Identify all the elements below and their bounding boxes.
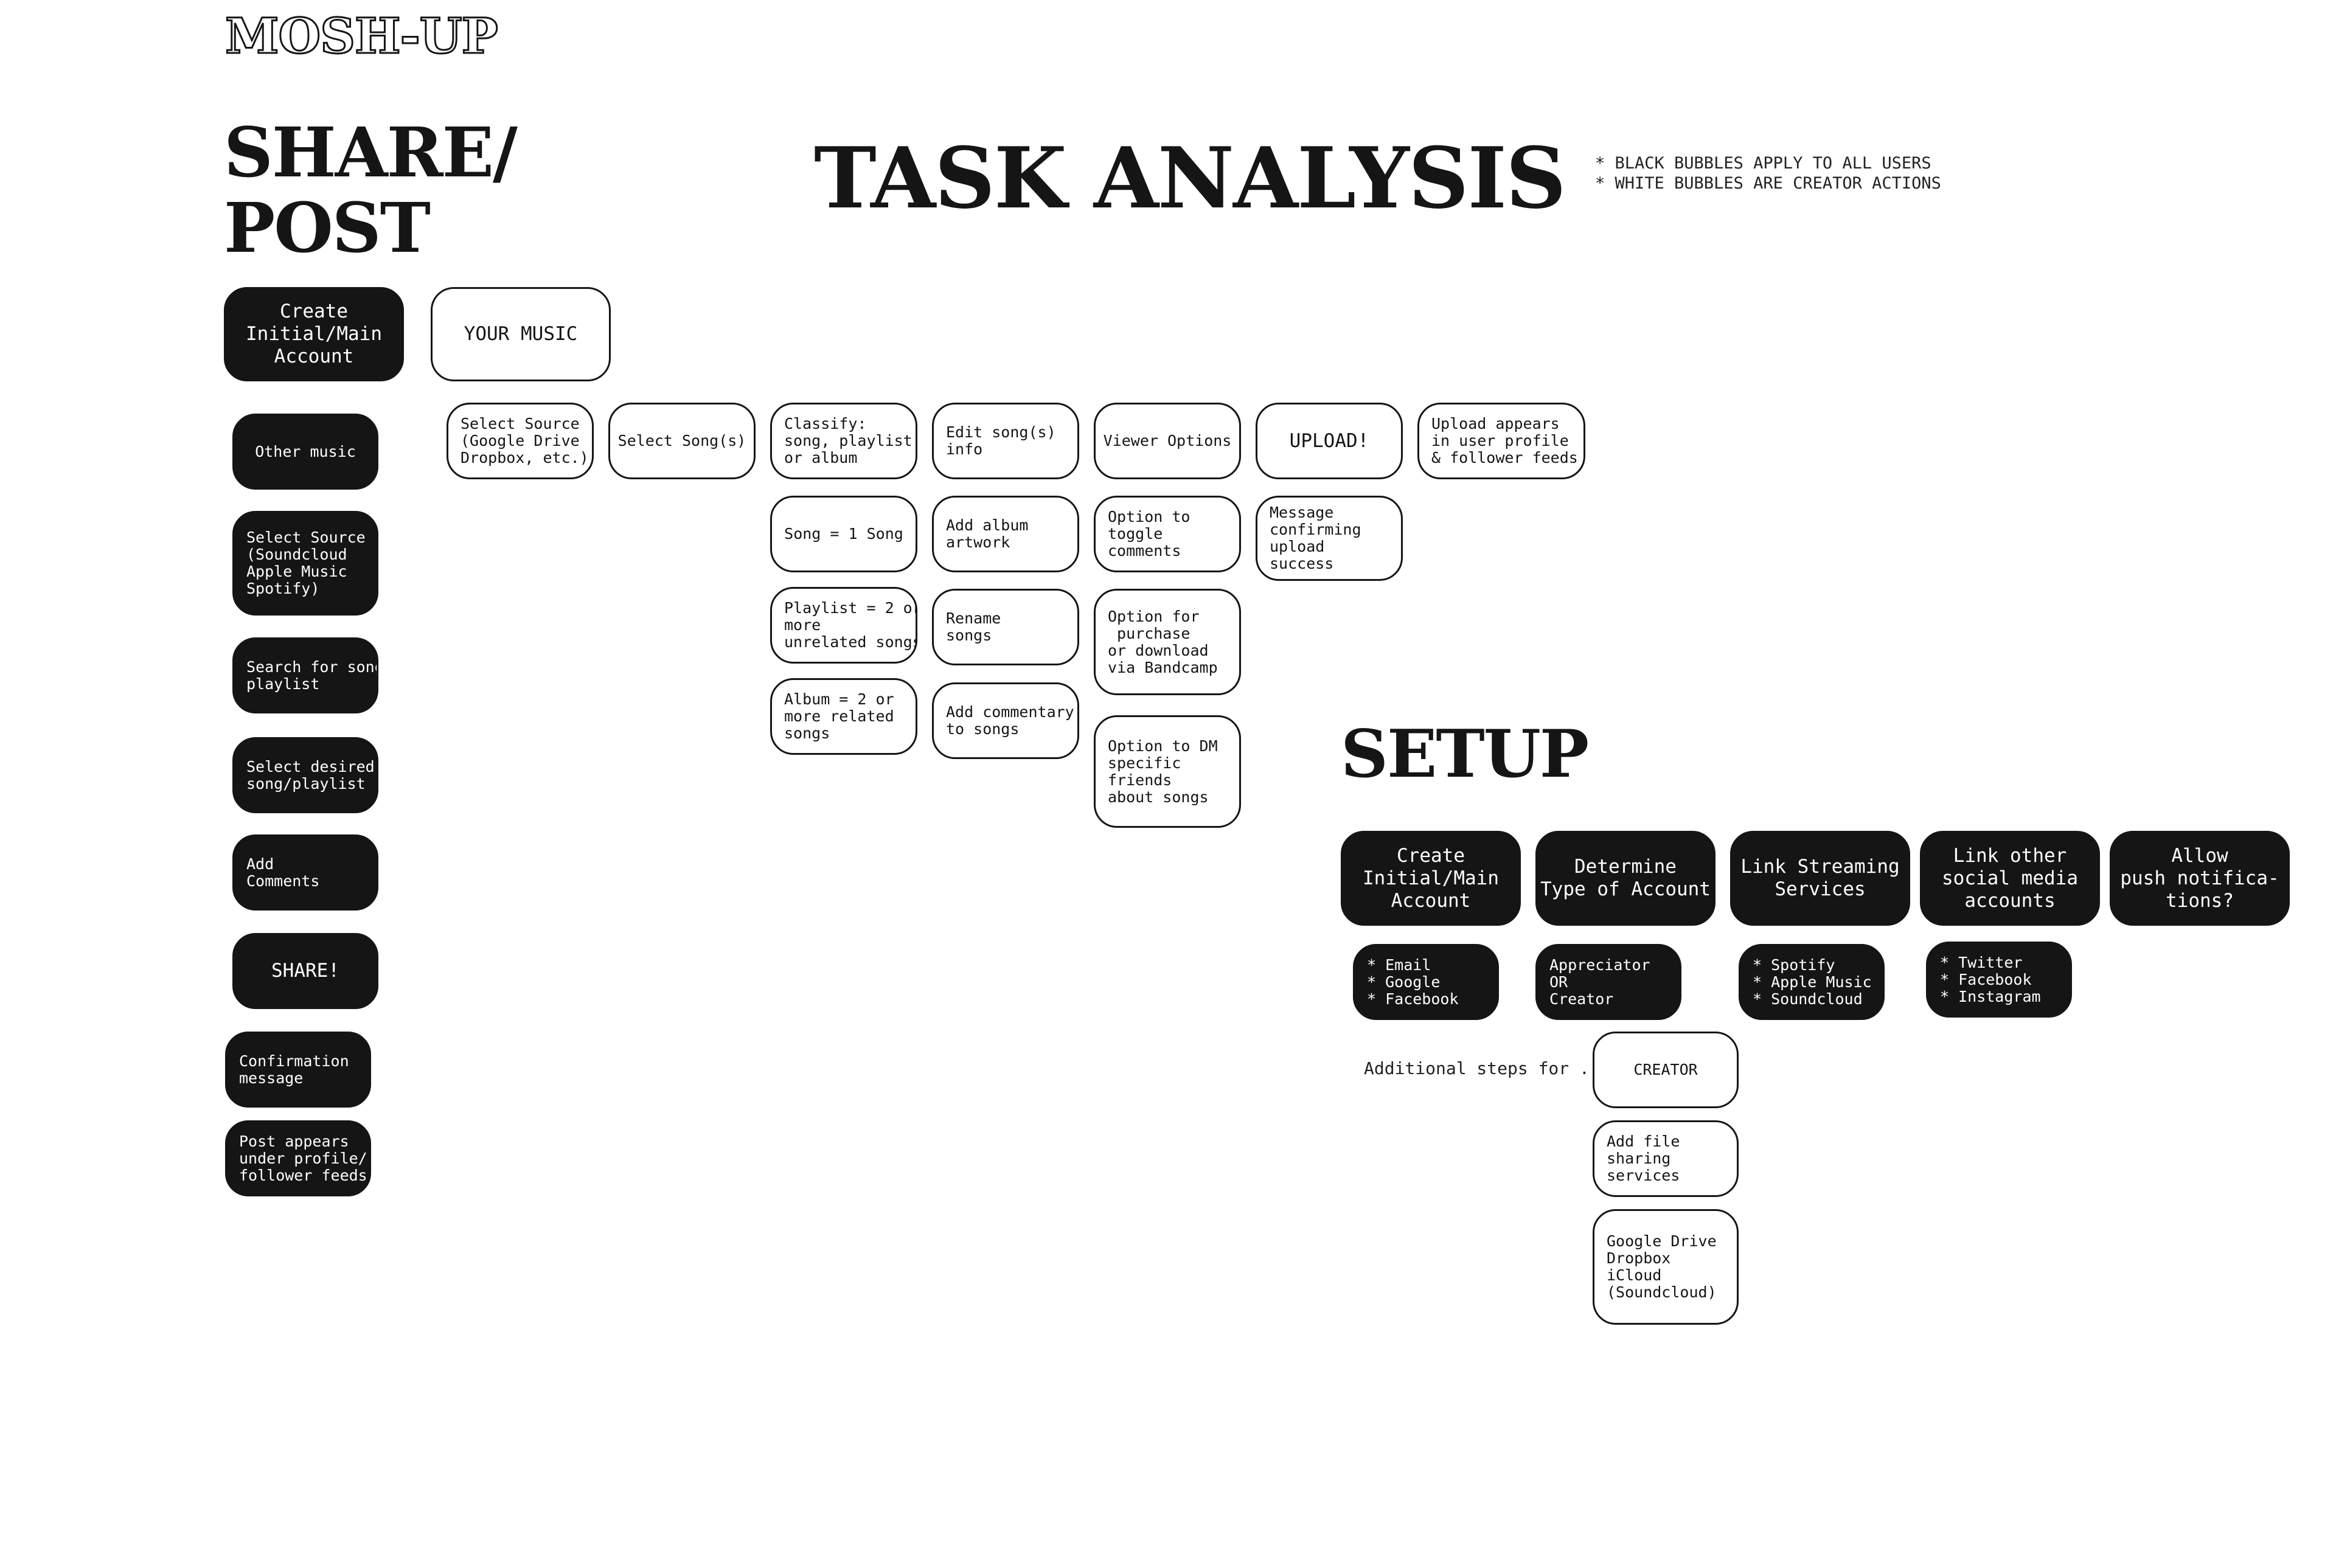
upload-success-message-bubble: Message confirming upload success: [1256, 496, 1403, 581]
legend-white-bubbles: * WHITE BUBBLES ARE CREATOR ACTIONS: [1595, 174, 1941, 193]
creator-bubble: CREATOR: [1593, 1032, 1739, 1108]
add-comments-bubble: Add Comments: [232, 834, 378, 911]
legend: * BLACK BUBBLES APPLY TO ALL USERS * WHI…: [1595, 153, 1941, 193]
other-music-bubble: Other music: [232, 414, 378, 490]
login-options-bubble: * Email * Google * Facebook: [1353, 944, 1499, 1020]
edit-song-info-bubble: Edit song(s) info: [932, 403, 1079, 479]
file-services-bubble: Google Drive Dropbox iCloud (Soundcloud): [1593, 1209, 1739, 1325]
select-songs-bubble: Select Song(s): [608, 403, 756, 479]
playlist-definition-bubble: Playlist = 2 or more unrelated songs: [770, 587, 917, 664]
dm-friends-bubble: Option to DM specific friends about song…: [1094, 715, 1241, 828]
legend-black-bubbles: * BLACK BUBBLES APPLY TO ALL USERS: [1595, 154, 1931, 173]
add-commentary-bubble: Add commentary to songs: [932, 682, 1079, 759]
share-post-heading: SHARE/ POST: [224, 113, 518, 268]
determine-account-type-bubble: Determine Type of Account: [1535, 831, 1715, 926]
post-appears-bubble: Post appears under profile/ follower fee…: [225, 1120, 371, 1196]
streaming-services-bubble: * Spotify * Apple Music * Soundcloud: [1739, 944, 1885, 1020]
viewer-options-bubble: Viewer Options: [1094, 403, 1241, 479]
additional-steps-label: Additional steps for ...: [1364, 1058, 1610, 1078]
rename-songs-bubble: Rename songs: [932, 589, 1079, 665]
add-file-sharing-bubble: Add file sharing services: [1593, 1120, 1739, 1197]
link-streaming-bubble: Link Streaming Services: [1730, 831, 1910, 926]
upload-bubble: UPLOAD!: [1256, 403, 1403, 479]
social-accounts-bubble: * Twitter * Facebook * Instagram: [1926, 942, 2072, 1018]
classify-bubble: Classify: song, playlist, or album: [770, 403, 917, 479]
push-notifications-bubble: Allow push notifica- tions?: [2110, 831, 2290, 926]
select-desired-song-bubble: Select desired song/playlist: [232, 737, 378, 813]
select-source-cloud-bubble: Select Source (Google Drive Dropbox, etc…: [447, 403, 594, 479]
add-album-artwork-bubble: Add album artwork: [932, 496, 1079, 572]
album-definition-bubble: Album = 2 or more related songs: [770, 678, 917, 755]
song-definition-bubble: Song = 1 Song: [770, 496, 917, 572]
setup-create-account-bubble: Create Initial/Main Account: [1341, 831, 1521, 926]
create-account-bubble: Create Initial/Main Account: [224, 287, 404, 381]
your-music-bubble: YOUR MUSIC: [431, 287, 611, 381]
upload-appears-bubble: Upload appears in user profile & followe…: [1417, 403, 1585, 479]
purchase-download-bubble: Option for purchase or download via Band…: [1094, 589, 1241, 695]
toggle-comments-bubble: Option to toggle comments: [1094, 496, 1241, 572]
task-analysis-title: TASK ANALYSIS: [814, 128, 1566, 227]
mosh-up-logo: MOSH-UP: [224, 7, 499, 66]
select-source-streaming-bubble: Select Source (Soundcloud Apple Music Sp…: [232, 511, 378, 616]
confirmation-message-bubble: Confirmation message: [225, 1032, 371, 1108]
search-song-bubble: Search for song/ playlist: [232, 637, 378, 713]
account-type-options-bubble: Appreciator OR Creator: [1535, 944, 1681, 1020]
share-bubble: SHARE!: [232, 933, 378, 1009]
link-social-media-bubble: Link other social media accounts: [1920, 831, 2100, 926]
setup-heading: SETUP: [1341, 716, 1589, 793]
